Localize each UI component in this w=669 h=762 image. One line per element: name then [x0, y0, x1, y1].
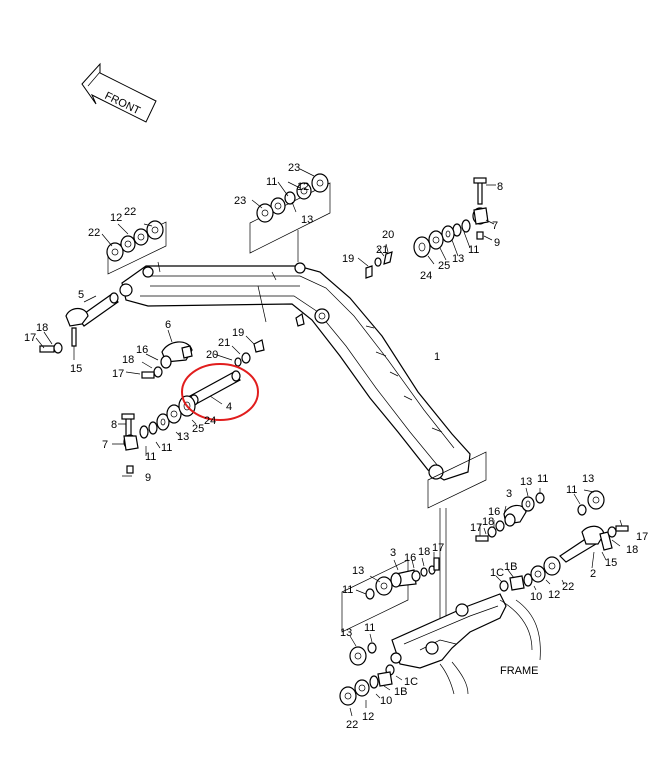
callout-label: 15	[70, 363, 82, 375]
callout-label: 11	[161, 442, 172, 454]
callout-label: 9	[494, 237, 500, 249]
callout-label: 5	[78, 289, 84, 301]
callout-label: 22	[562, 581, 574, 593]
callout-label: 17	[432, 542, 444, 554]
callout-label: 23	[288, 162, 300, 174]
bushing-stack-bottom	[339, 633, 403, 717]
callout-label: 17	[470, 522, 482, 534]
callout-label: 11	[537, 473, 548, 485]
callout-label: 12	[362, 711, 374, 723]
callout-label: 16	[404, 552, 416, 564]
highlight-circle	[181, 363, 259, 421]
callout-label: 1	[434, 351, 440, 363]
callout-label: 24	[420, 270, 432, 282]
callout-label: 20	[206, 349, 218, 361]
callout-label: 18	[36, 322, 48, 334]
callout-label: 13	[452, 253, 464, 265]
callout-label: 13	[582, 473, 594, 485]
callout-label: 2	[590, 568, 596, 580]
callout-label: 13	[177, 431, 189, 443]
callout-label: 12	[548, 589, 560, 601]
callout-label: 16	[136, 344, 148, 356]
callout-label: 12	[110, 212, 122, 224]
boom-body	[119, 261, 471, 481]
callout-label: 25	[438, 260, 450, 272]
callout-label: 3	[390, 547, 396, 559]
pin-assembly-mid-lower	[355, 552, 440, 600]
callout-label: 11	[145, 451, 156, 463]
callout-label: 25	[192, 423, 204, 435]
callout-label: 18	[418, 546, 430, 558]
frame-bracket	[390, 593, 541, 695]
pin-6-assembly	[125, 329, 193, 379]
callout-label: 19	[342, 253, 354, 265]
callout-label: 18	[482, 516, 494, 528]
callout-label: 11	[566, 484, 577, 496]
callout-label: 17	[636, 531, 648, 543]
callout-label: 19	[232, 327, 244, 339]
callout-label: 6	[165, 319, 171, 331]
callout-label: 21	[376, 244, 388, 256]
callout-label: 13	[340, 627, 352, 639]
callout-label: 22	[124, 206, 136, 218]
callout-label: 11	[468, 244, 479, 256]
callout-label: 3	[506, 488, 512, 500]
callout-label: 8	[111, 419, 117, 431]
callout-label: 22	[346, 719, 358, 731]
frame-bottom-right-box	[341, 559, 409, 633]
washer-stack-top	[251, 168, 329, 223]
callout-label: 13	[520, 476, 532, 488]
callout-label: 1B	[504, 561, 517, 573]
callout-label: 17	[112, 368, 124, 380]
callout-label: 13	[352, 565, 364, 577]
front-arrow-icon: FRONT	[81, 62, 157, 123]
callout-label: 7	[102, 439, 108, 451]
callout-label: 1C	[490, 567, 504, 579]
callout-label: 4	[226, 401, 232, 413]
callout-label: 9	[145, 472, 151, 484]
callout-label: 22	[88, 227, 100, 239]
callout-label: 24	[204, 415, 216, 427]
callout-label: 15	[605, 557, 617, 569]
frame-label: FRAME	[500, 665, 539, 677]
callout-label: 1C	[404, 676, 418, 688]
callout-label: 8	[497, 181, 503, 193]
callout-label: 10	[530, 591, 542, 603]
callout-label: 17	[24, 332, 36, 344]
callout-label: 11	[342, 584, 353, 596]
callout-label: 11	[266, 176, 277, 188]
callout-label: 20	[382, 229, 394, 241]
pin-assembly-right-lower	[475, 487, 629, 569]
callout-label: 23	[234, 195, 246, 207]
callout-label: 18	[122, 354, 134, 366]
washer-stack-top-left	[101, 220, 164, 262]
callout-label: 21	[218, 337, 230, 349]
callout-label: 10	[380, 695, 392, 707]
callout-label: 11	[364, 622, 375, 634]
callout-label: 1B	[394, 686, 407, 698]
callout-label: 18	[626, 544, 638, 556]
callout-label: 16	[488, 506, 500, 518]
callout-label: 13	[301, 214, 313, 226]
pin-5-assembly	[35, 292, 119, 360]
pin-assembly-top-right	[357, 177, 496, 279]
callout-label: 12	[297, 181, 309, 193]
bushing-stack-right	[495, 556, 565, 592]
callout-label: 7	[492, 220, 498, 232]
